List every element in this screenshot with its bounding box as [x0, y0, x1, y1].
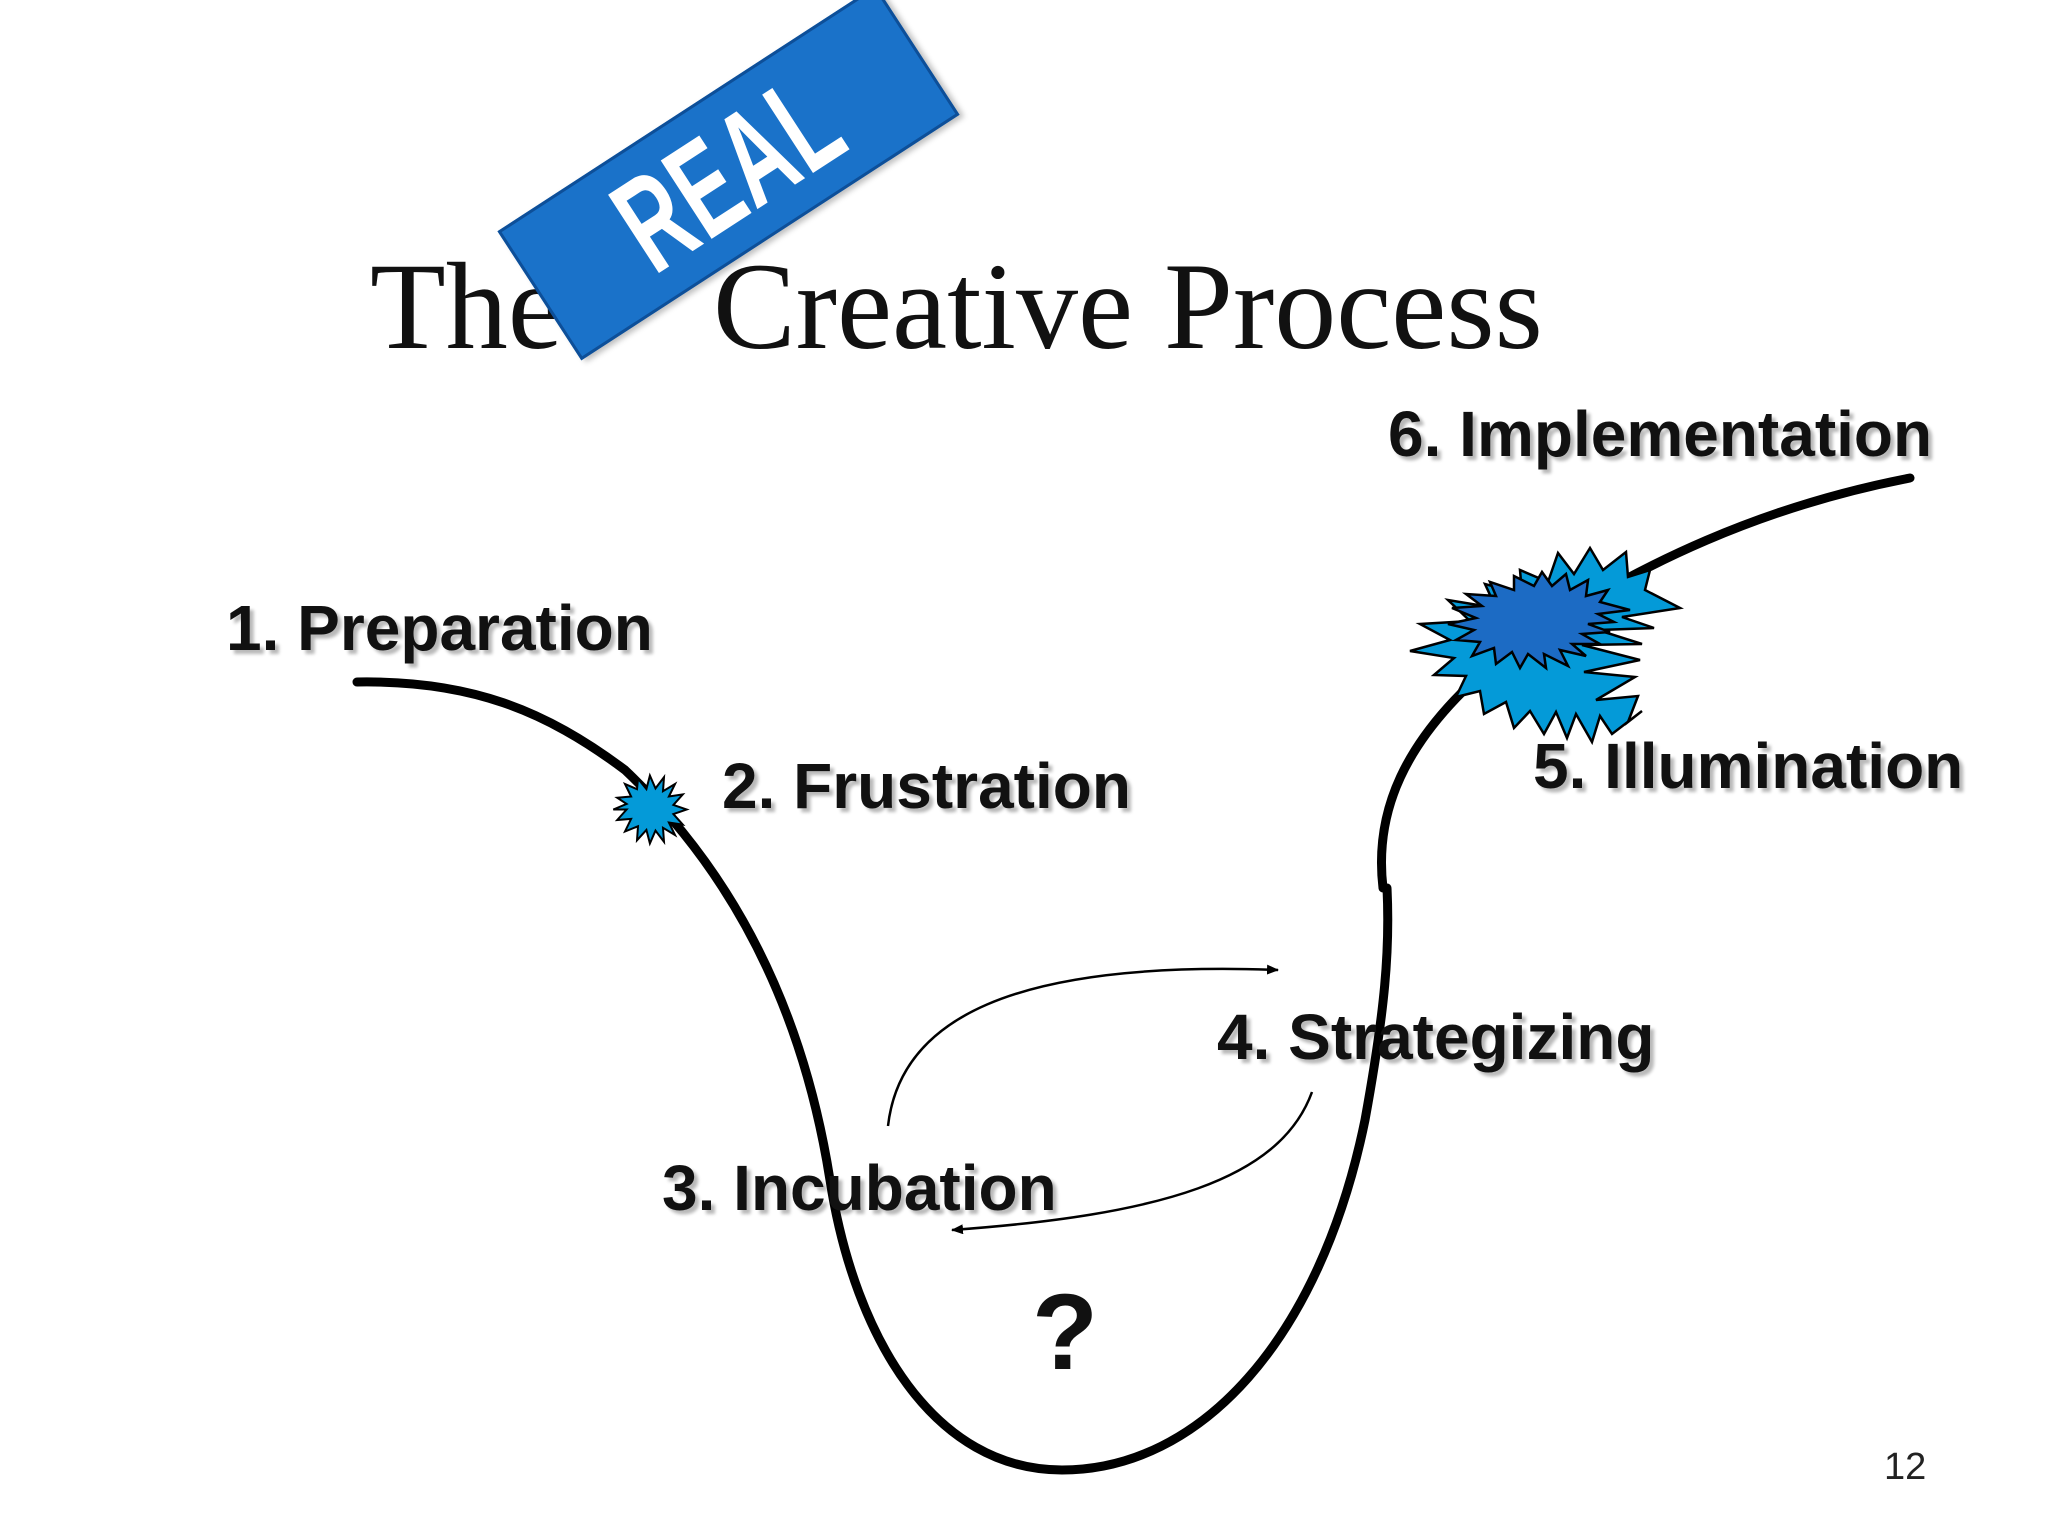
stage-label-frustration: 2. Frustration	[722, 750, 1131, 822]
stage-label-incubation: 3. Incubation	[662, 1152, 1057, 1224]
page-number: 12	[1884, 1446, 1927, 1488]
arrow-to-incubation	[951, 1091, 1314, 1235]
arrow-to-strategizing	[886, 964, 1279, 1127]
question-mark: ?	[1032, 1271, 1098, 1392]
process-curve-rise	[1376, 473, 1915, 893]
illumination-burst-inner-icon	[1447, 569, 1631, 671]
title-creative-process: Creative Process	[713, 238, 1543, 375]
frustration-burst-icon	[612, 772, 690, 847]
stage-label-implementation: 6. Implementation	[1388, 398, 1933, 470]
process-curve	[352, 677, 1393, 1475]
stage-label-illumination: 5. Illumination	[1533, 730, 1964, 802]
stage-label-strategizing: 4. Strategizing	[1217, 1001, 1655, 1073]
stage-label-preparation: 1. Preparation	[226, 592, 653, 664]
